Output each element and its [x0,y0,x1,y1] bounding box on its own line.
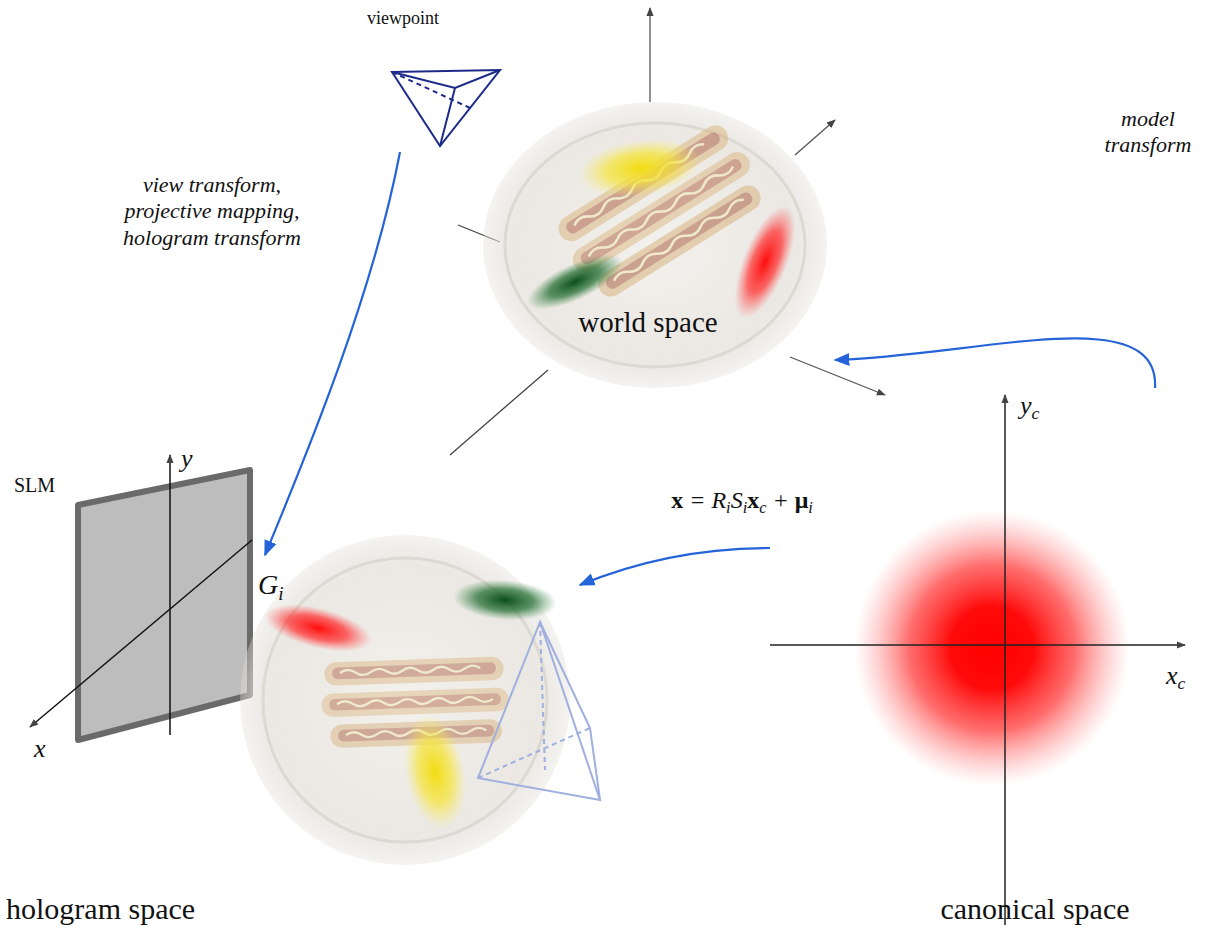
glyph: μ [795,487,809,513]
axis-label: xc [1166,662,1185,694]
axis-label: yc [1020,392,1039,424]
space-region: world space [480,95,835,378]
space-region: canonical space [770,388,1200,936]
glyph: c [759,498,766,517]
glyph: i [808,498,813,517]
glyph: c [1032,403,1040,423]
device-label: SLM [14,474,55,496]
glyph: y [1020,391,1032,420]
glyph [683,487,689,513]
glyph [705,487,711,513]
axis-label: y [181,445,193,474]
glyph: + [772,487,788,513]
space-label: hologram space [6,892,195,927]
space-label: world space [578,306,717,339]
gaussian-label: Gi [258,570,284,605]
glyph [766,487,772,513]
glyph: i [278,583,283,604]
glyph: S [731,487,743,513]
glyph: x [1166,661,1178,690]
glyph: i [743,498,748,517]
space-region: viewpoint [350,6,510,152]
glyph: = [689,487,705,513]
equation-label: x = RiSixc + μi [671,486,813,517]
glyph: G [258,569,278,600]
transform-label: view transform, projective mapping, holo… [112,172,312,251]
transform-arrow [580,548,770,585]
glyph: x [671,487,683,513]
glyph: R [711,487,726,513]
space-region: hologram space [0,555,580,936]
glyph: c [1178,673,1186,693]
space-label: canonical space [940,892,1129,927]
transform-label: model transform [1093,106,1203,159]
glyph: x [747,487,759,513]
transform-arrow [835,338,1155,388]
glyph: i [726,498,731,517]
space-label: viewpoint [367,8,439,29]
axis-label: x [34,735,46,764]
glyph [789,487,795,513]
